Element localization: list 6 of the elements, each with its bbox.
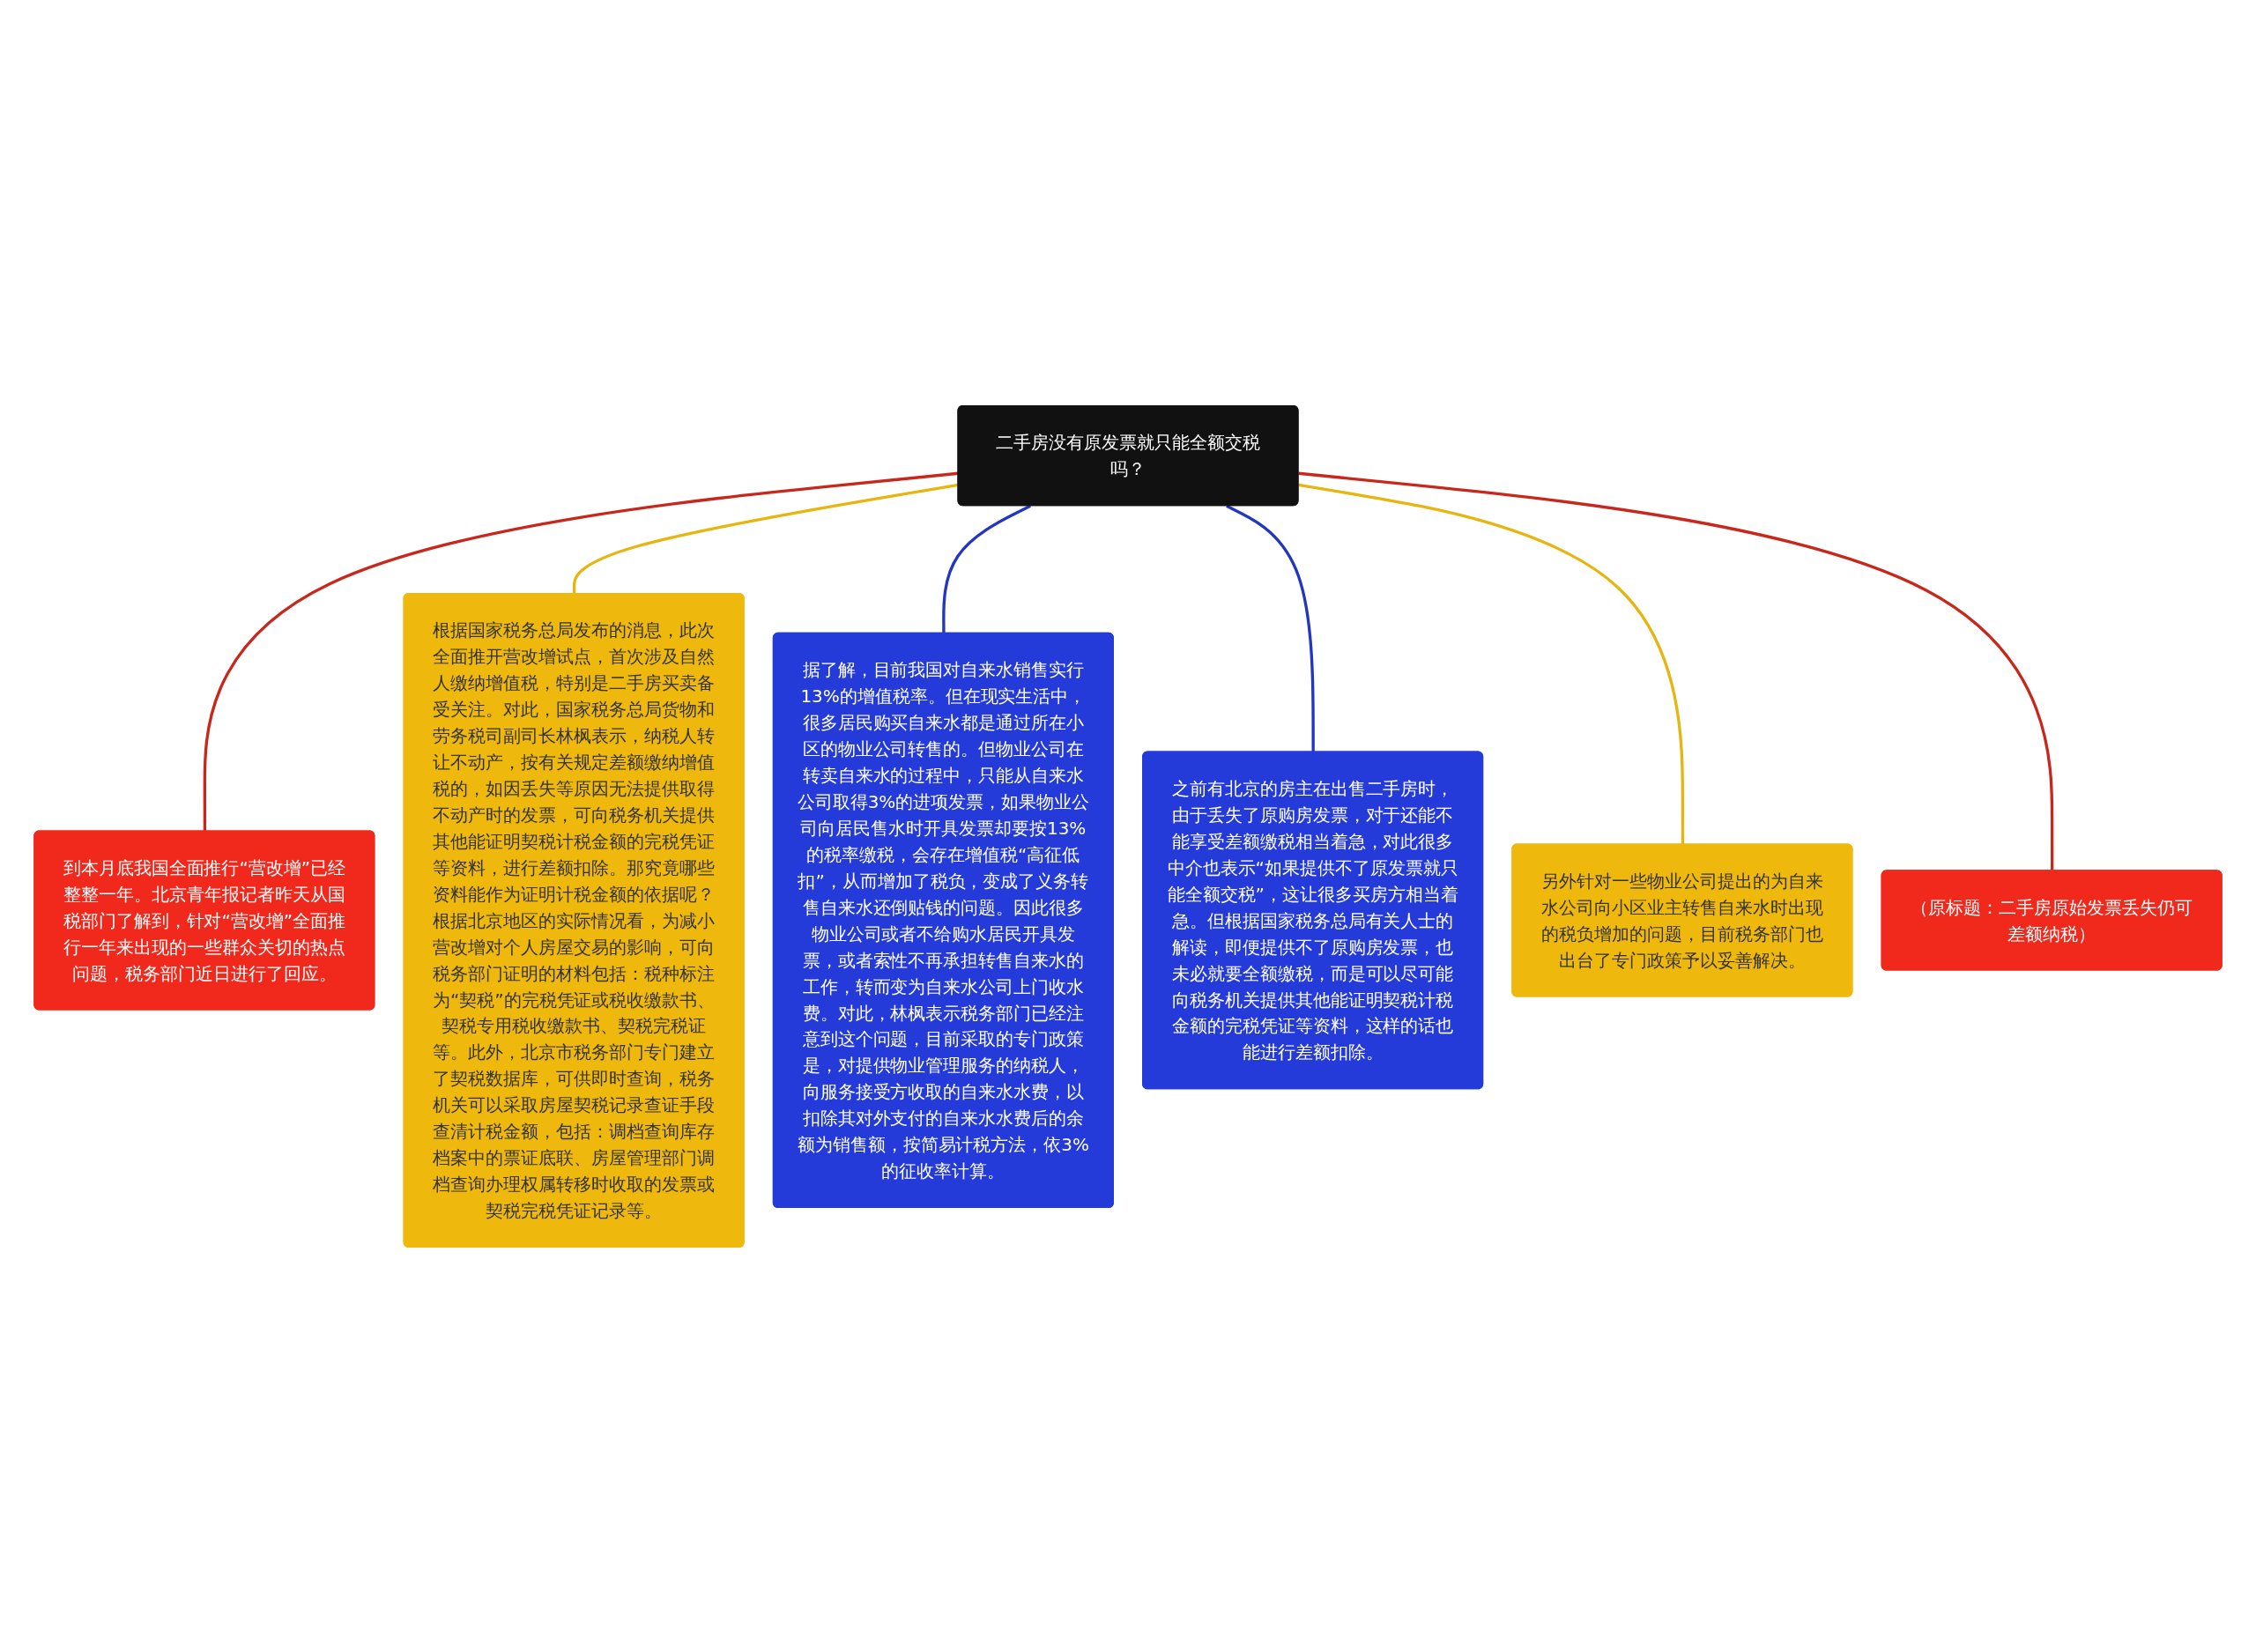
connector xyxy=(572,483,959,594)
connector xyxy=(203,471,959,832)
connector xyxy=(1298,483,1685,845)
connector xyxy=(942,504,1031,633)
connector xyxy=(1226,504,1315,752)
connector xyxy=(1298,471,2054,870)
